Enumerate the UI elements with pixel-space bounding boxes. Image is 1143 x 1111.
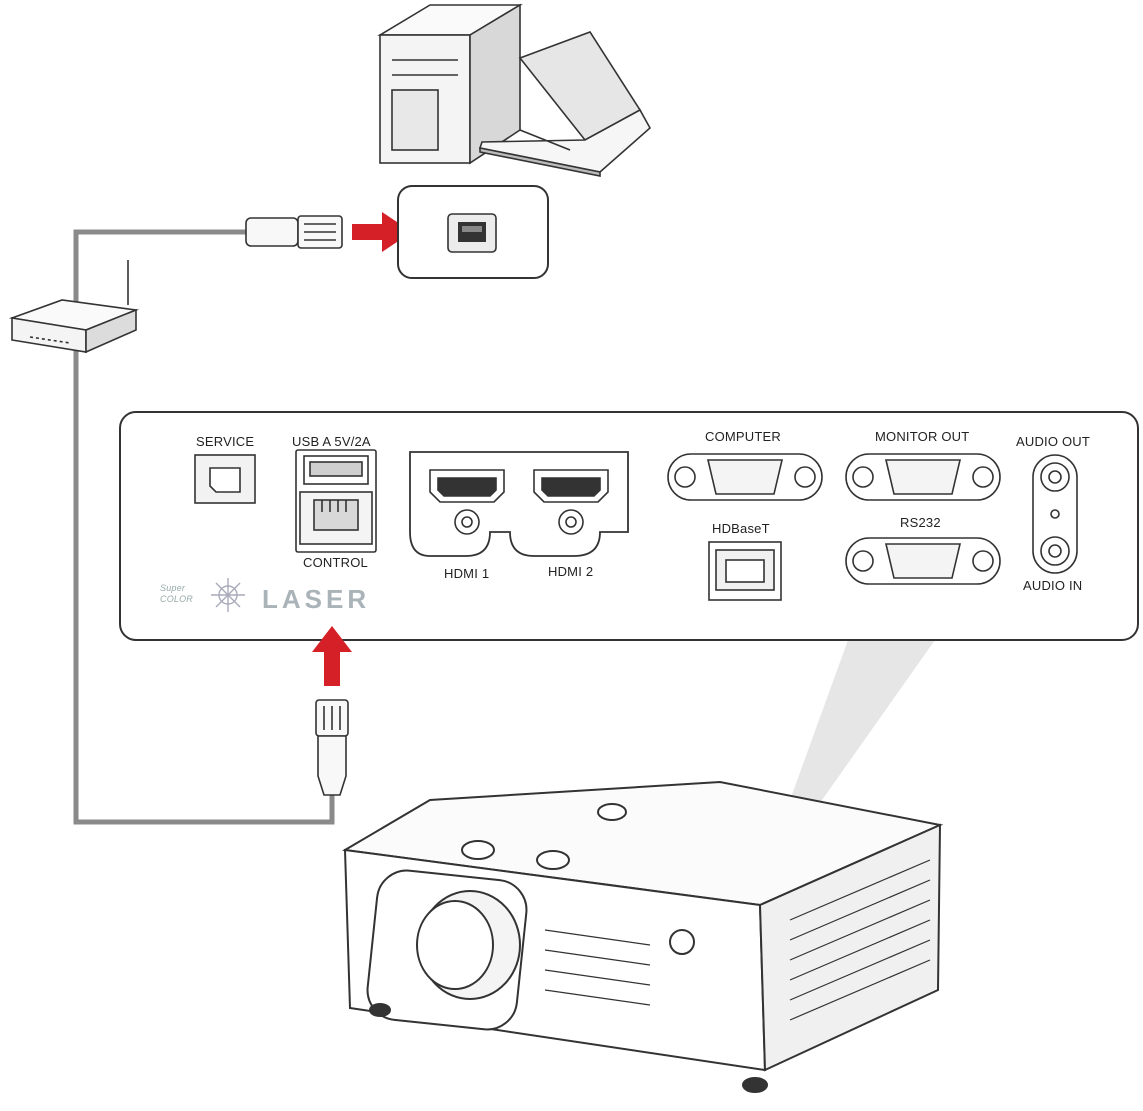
hdbaset-port xyxy=(708,541,782,601)
usb-control-block xyxy=(295,449,377,553)
rj45-plug-vertical-icon xyxy=(315,699,349,796)
super-color-logo-icon xyxy=(211,578,245,612)
logo-color-text: COLOR xyxy=(160,594,194,604)
red-arrow-up xyxy=(312,626,352,686)
label-hdbaset: HDBaseT xyxy=(712,521,770,536)
label-hdmi-1: HDMI 1 xyxy=(444,566,490,581)
label-computer: COMPUTER xyxy=(705,429,781,444)
network-cable xyxy=(73,229,335,825)
projection-beam xyxy=(790,640,935,810)
label-service: SERVICE xyxy=(196,434,255,449)
logo-laser-text: LASER xyxy=(262,584,371,614)
hdmi-group-outline xyxy=(409,451,629,557)
laptop-icon xyxy=(478,31,652,177)
logo-super-text: Super xyxy=(160,583,186,593)
label-hdmi-2: HDMI 2 xyxy=(548,564,594,579)
label-audio-out: AUDIO OUT xyxy=(1016,434,1091,449)
hdmi-1-port xyxy=(429,469,505,535)
desktop-computer-icon xyxy=(377,3,523,165)
audio-jacks xyxy=(1032,454,1078,574)
label-control: CONTROL xyxy=(303,555,368,570)
label-rs232: RS232 xyxy=(900,515,941,530)
router-icon xyxy=(8,260,140,354)
computer-vga-port xyxy=(667,453,823,501)
rs232-port xyxy=(845,537,1001,585)
label-monitor-out: MONITOR OUT xyxy=(875,429,970,444)
label-audio-in: AUDIO IN xyxy=(1023,578,1083,593)
label-usb-a: USB A 5V/2A xyxy=(292,434,371,449)
hdmi-2-port xyxy=(533,469,609,535)
lan-port-box xyxy=(397,185,549,279)
rj45-plug-icon xyxy=(245,215,343,249)
monitor-out-vga-port xyxy=(845,453,1001,501)
service-port xyxy=(194,454,256,504)
projector-icon xyxy=(341,780,944,1093)
